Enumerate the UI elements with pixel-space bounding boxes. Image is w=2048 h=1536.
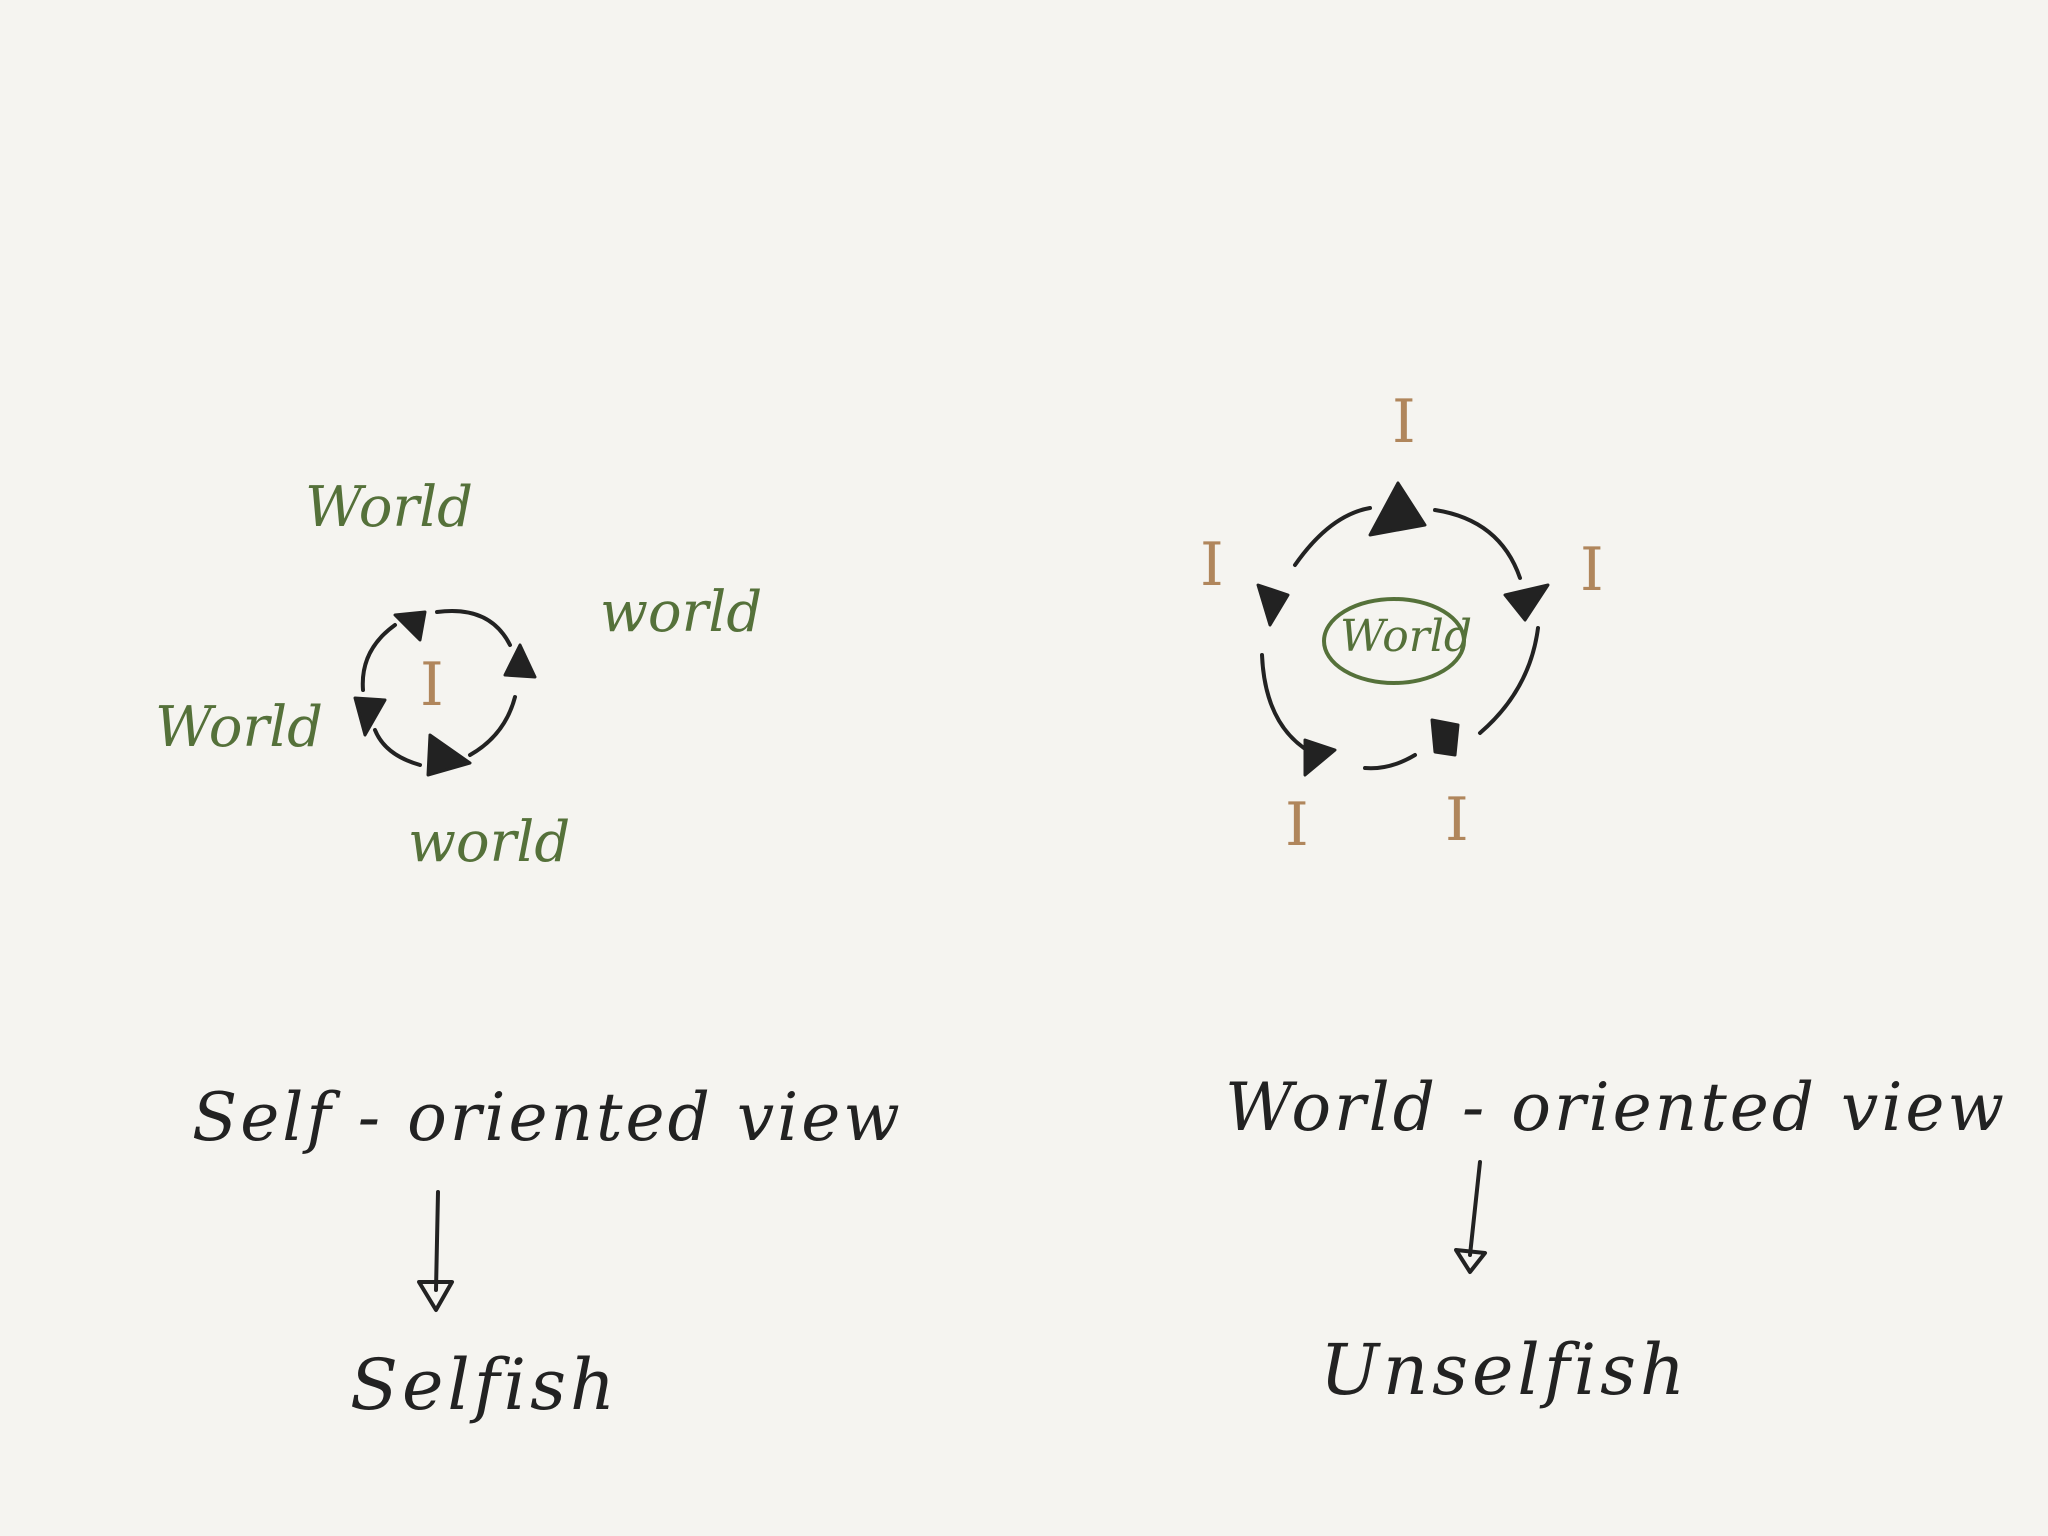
world-label-bottom: world: [408, 810, 571, 875]
i-label-bottom-right: I: [1445, 785, 1469, 855]
arrowhead: [1430, 718, 1460, 757]
i-label-left: I: [1200, 530, 1224, 600]
left-down-arrow: [417, 1190, 454, 1312]
right-cycle: [1260, 506, 1540, 771]
right-result: Unselfish: [1320, 1329, 1690, 1411]
i-label-right: I: [1580, 535, 1604, 605]
arrowhead: [1503, 583, 1550, 622]
right-cycle-arc: [1363, 753, 1417, 771]
left-center-i-label: I: [420, 650, 444, 720]
right-cycle-arc: [1293, 506, 1372, 567]
arrowhead: [503, 643, 537, 679]
left-cycle-arc: [373, 728, 422, 767]
arrowhead: [393, 610, 427, 642]
center-world-label: World: [1340, 611, 1472, 662]
right-cycle-arc: [1260, 653, 1312, 754]
left-caption: Self - oriented view: [192, 1079, 903, 1156]
left-cycle: [360, 609, 517, 767]
right-caption: World - oriented view: [1225, 1069, 2007, 1146]
left-cycle-arc: [360, 623, 397, 692]
right-cycle-arc: [1478, 626, 1540, 735]
arrowhead: [426, 733, 472, 777]
i-label-top: I: [1392, 387, 1416, 457]
world-ellipse: [1322, 597, 1466, 685]
world-label-right: world: [600, 580, 763, 645]
arrowhead: [1368, 481, 1427, 537]
arrowhead: [1256, 583, 1290, 627]
left-cycle-arc: [468, 695, 517, 757]
left-cycle-arc: [435, 609, 512, 647]
right-down-arrow: [1454, 1160, 1487, 1274]
arrowhead: [353, 696, 387, 737]
world-label-left: World: [155, 695, 323, 760]
arrowhead: [1303, 738, 1337, 777]
i-label-bottom-left: I: [1285, 790, 1309, 860]
right-cycle-arrowheads: [1256, 481, 1550, 777]
right-cycle-arc: [1433, 508, 1522, 580]
left-result: Selfish: [350, 1344, 620, 1426]
world-label-top: World: [305, 475, 473, 540]
left-cycle-arrowheads: [353, 610, 537, 777]
